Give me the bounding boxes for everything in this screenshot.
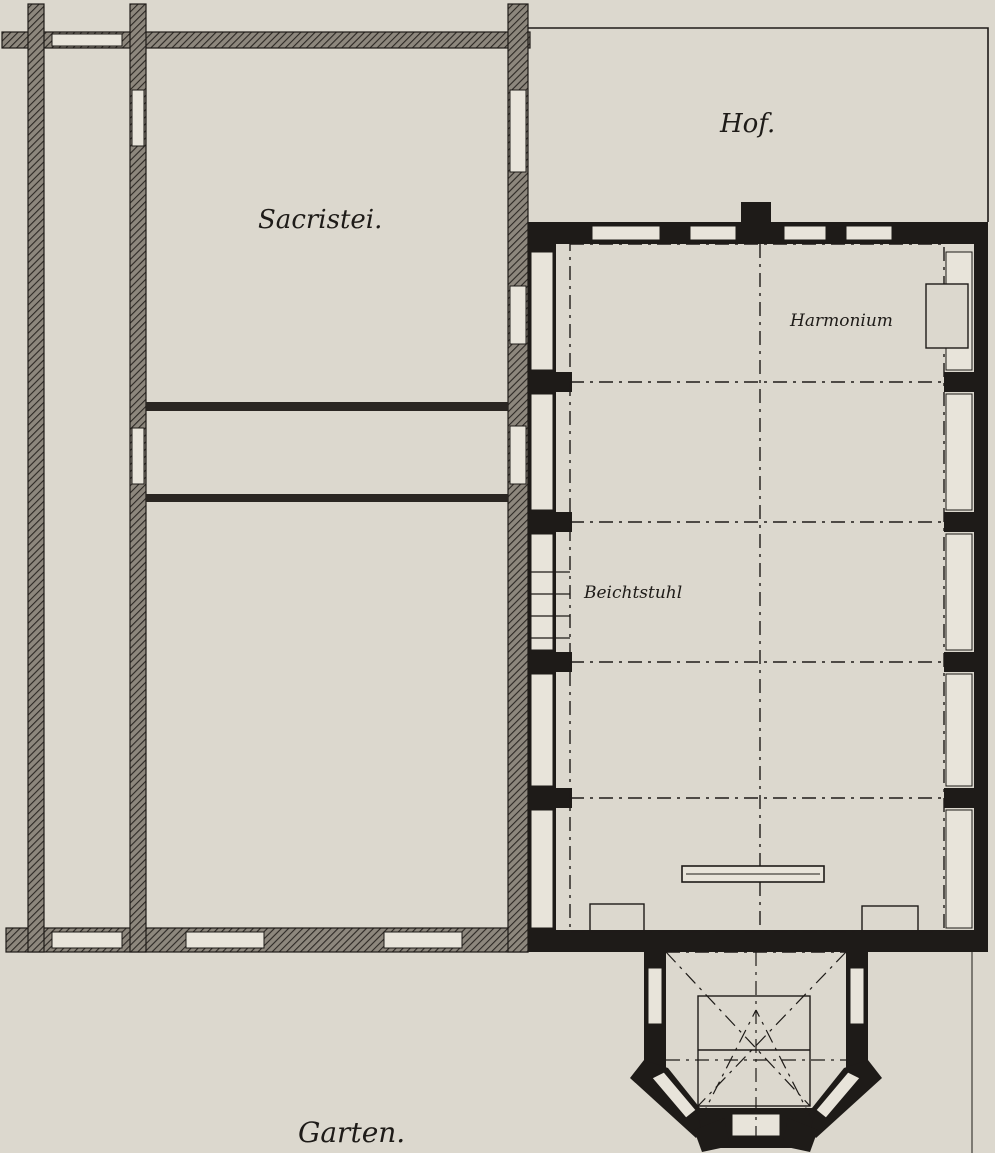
sacristy-label: Sacristei. [258, 205, 382, 235]
courtyard-outline [528, 27, 989, 222]
apse-floor [665, 951, 847, 1140]
apse-window-openings [647, 967, 865, 1137]
harmonium-box [925, 283, 969, 349]
pew-box-left [589, 903, 645, 933]
garden-label: Garten. [298, 1116, 405, 1149]
harmonium-label: Harmonium [789, 311, 893, 331]
confessional-label: Beichtstuhl [583, 583, 682, 603]
sacristy-window-openings [51, 33, 527, 949]
courtyard-label: Hof. [719, 109, 775, 139]
apse-walls [630, 940, 882, 1152]
confessional-steps [529, 571, 570, 639]
chapel-window-openings [530, 225, 973, 929]
nave-axis-grid [569, 243, 945, 933]
pew-box-right [861, 905, 919, 933]
